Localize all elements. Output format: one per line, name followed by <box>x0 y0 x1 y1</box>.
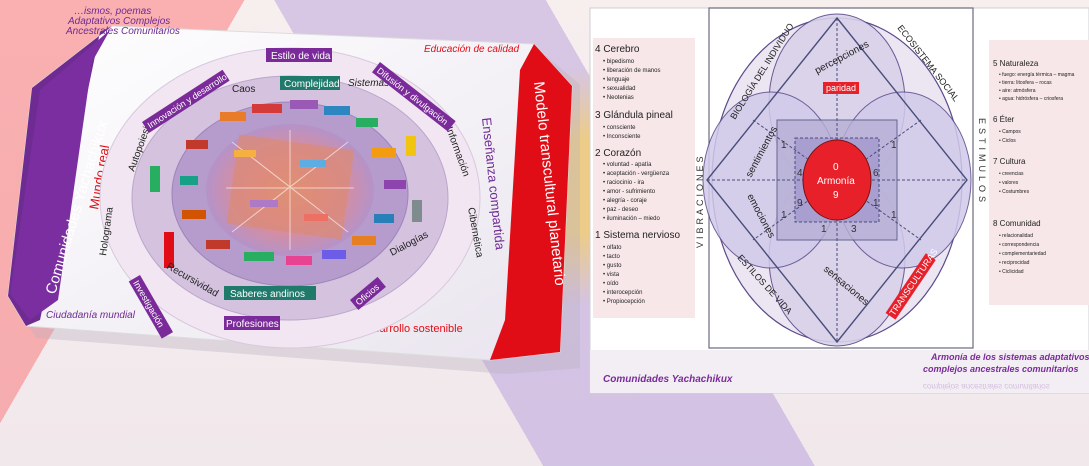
svg-text:• agua: hidrósfera – criosfera: • agua: hidrósfera – criosfera <box>999 96 1063 102</box>
svg-text:• valores: • valores <box>999 180 1019 186</box>
svg-text:2 Corazón: 2 Corazón <box>595 148 641 159</box>
svg-text:6 Éter: 6 Éter <box>993 115 1015 124</box>
center-label: Armonía <box>817 176 855 187</box>
svg-text:• aceptación - vergüenza: • aceptación - vergüenza <box>603 171 670 177</box>
badge-profesiones: Profesiones <box>224 316 280 330</box>
svg-text:7 Cultura: 7 Cultura <box>993 157 1026 166</box>
svg-text:• iluminación – miedo: • iluminación – miedo <box>603 216 660 222</box>
right-model-board: 63 46 91 13 11 11 0 Armonía 9 paridad pe… <box>589 7 1089 394</box>
svg-text:• voluntad - apatía: • voluntad - apatía <box>603 162 652 168</box>
top-text-3: Ancestrales Comunitarios <box>65 26 180 37</box>
svg-text:• correspondencia: • correspondencia <box>999 242 1039 248</box>
svg-text:3: 3 <box>851 224 857 235</box>
svg-text:• olfato: • olfato <box>603 245 622 251</box>
left-model-board: Comunidades Yachachikux Modelo transcult… <box>7 6 580 374</box>
svg-text:6: 6 <box>873 168 879 179</box>
svg-text:8 Comunidad: 8 Comunidad <box>993 219 1041 228</box>
left-list-panel <box>593 38 695 318</box>
svg-text:• lenguaje: • lenguaje <box>603 77 630 83</box>
svg-text:1: 1 <box>891 210 897 221</box>
svg-text:• complementariedad: • complementariedad <box>999 251 1046 257</box>
svg-text:1 Sistema nervioso: 1 Sistema nervioso <box>595 230 680 241</box>
svg-text:5 Naturaleza: 5 Naturaleza <box>993 59 1039 68</box>
svg-text:1: 1 <box>781 210 787 221</box>
svg-text:• tierra: litosfera – rocas: • tierra: litosfera – rocas <box>999 80 1052 86</box>
left-list: 4 Cerebro • bipedismo • liberación de ma… <box>595 44 680 305</box>
svg-text:1: 1 <box>781 140 787 151</box>
svg-text:4: 4 <box>797 168 803 179</box>
reflection: complejos ancestrales comunitarios <box>923 382 1050 391</box>
svg-text:1: 1 <box>891 140 897 151</box>
svg-text:• liberación de manos: • liberación de manos <box>603 68 660 74</box>
svg-text:• Ciclicidad: • Ciclicidad <box>999 269 1024 275</box>
footer-strip <box>590 350 1089 393</box>
svg-text:complejos ancestrales comunita: complejos ancestrales comunitarios <box>923 382 1050 391</box>
center-circle <box>802 139 872 221</box>
svg-text:ESTIMULOS: ESTIMULOS <box>977 118 987 206</box>
svg-text:• Neotenias: • Neotenias <box>603 95 634 101</box>
svg-text:• vista: • vista <box>603 272 620 278</box>
center-sub: 9 <box>833 190 839 201</box>
footer-left-label: Comunidades Yachachikux <box>603 374 733 385</box>
svg-text:• consciente: • consciente <box>603 125 636 131</box>
svg-text:• alegría - coraje: • alegría - coraje <box>603 198 647 204</box>
bottom-left-label: Ciudadanía mundial <box>46 310 136 321</box>
footer-right-1: Armonía de los sistemas adaptativos <box>930 352 1089 362</box>
svg-text:• Ciclos: • Ciclos <box>999 138 1016 144</box>
badge-saberes: Saberes andinos <box>224 286 316 300</box>
svg-text:• gusto: • gusto <box>603 263 622 269</box>
svg-text:paridad: paridad <box>826 83 856 93</box>
top-right-label: Educación de calidad <box>424 44 520 55</box>
svg-text:• aire: atmósfera: • aire: atmósfera <box>999 88 1036 94</box>
right-list-panel <box>989 40 1089 305</box>
svg-text:Saberes andinos: Saberes andinos <box>230 289 305 300</box>
svg-text:• sexualidad: • sexualidad <box>603 86 635 92</box>
svg-text:• oído: • oído <box>603 281 619 287</box>
ring-caos: Caos <box>232 84 255 95</box>
right-red-panel <box>490 44 572 360</box>
svg-text:• bipedismo: • bipedismo <box>603 59 635 65</box>
svg-text:• relacionalidad: • relacionalidad <box>999 233 1033 239</box>
svg-text:• amor - sufrimiento: • amor - sufrimiento <box>603 189 656 195</box>
svg-text:• Costumbres: • Costumbres <box>999 189 1030 195</box>
svg-text:• fuego: energía térmica – mag: • fuego: energía térmica – magma <box>999 72 1075 78</box>
svg-text:Profesiones: Profesiones <box>226 319 279 330</box>
svg-text:VIBRACIONES: VIBRACIONES <box>695 153 705 248</box>
diamond <box>706 16 968 344</box>
badge-estilo: Estilo de vida <box>266 48 332 62</box>
svg-text:• interocepción: • interocepción <box>603 290 642 296</box>
concept-chips <box>150 100 422 268</box>
svg-text:• raciocinio - ira: • raciocinio - ira <box>603 180 645 186</box>
svg-text:• reciprocidad: • reciprocidad <box>999 260 1030 266</box>
paridad-badge <box>823 82 859 94</box>
vibraciones-vertical: VIBRACIONES <box>695 153 705 248</box>
ring-sistemas: Sistemas <box>348 78 389 89</box>
estimulos-vertical: ESTIMULOS <box>977 118 987 206</box>
svg-text:1: 1 <box>821 224 827 235</box>
svg-text:9: 9 <box>797 198 803 209</box>
top-text-2: Adaptativos Complejos <box>67 16 170 27</box>
top-text-1: …ismos, poemas <box>74 6 151 17</box>
right-list: 5 Naturaleza • fuego: energía térmica – … <box>993 59 1075 275</box>
svg-text:• tacto: • tacto <box>603 254 620 260</box>
svg-text:4 Cerebro: 4 Cerebro <box>595 44 640 55</box>
svg-text:• creencias: • creencias <box>999 171 1024 177</box>
svg-text:1: 1 <box>873 198 879 209</box>
badge-complejidad: Complejidad <box>280 76 340 90</box>
svg-text:Estilo de vida: Estilo de vida <box>271 51 331 62</box>
center-num: 0 <box>833 162 839 173</box>
svg-text:• Campos: • Campos <box>999 129 1021 135</box>
svg-text:• Propiocepción: • Propiocepción <box>603 299 645 305</box>
footer-right-2: complejos ancestrales comunitarios <box>923 364 1079 374</box>
svg-text:• paz - deseo: • paz - deseo <box>603 207 639 213</box>
svg-text:• Inconsciente: • Inconsciente <box>603 134 641 140</box>
svg-text:Complejidad: Complejidad <box>284 79 340 90</box>
svg-text:3 Glándula pineal: 3 Glándula pineal <box>595 110 673 121</box>
